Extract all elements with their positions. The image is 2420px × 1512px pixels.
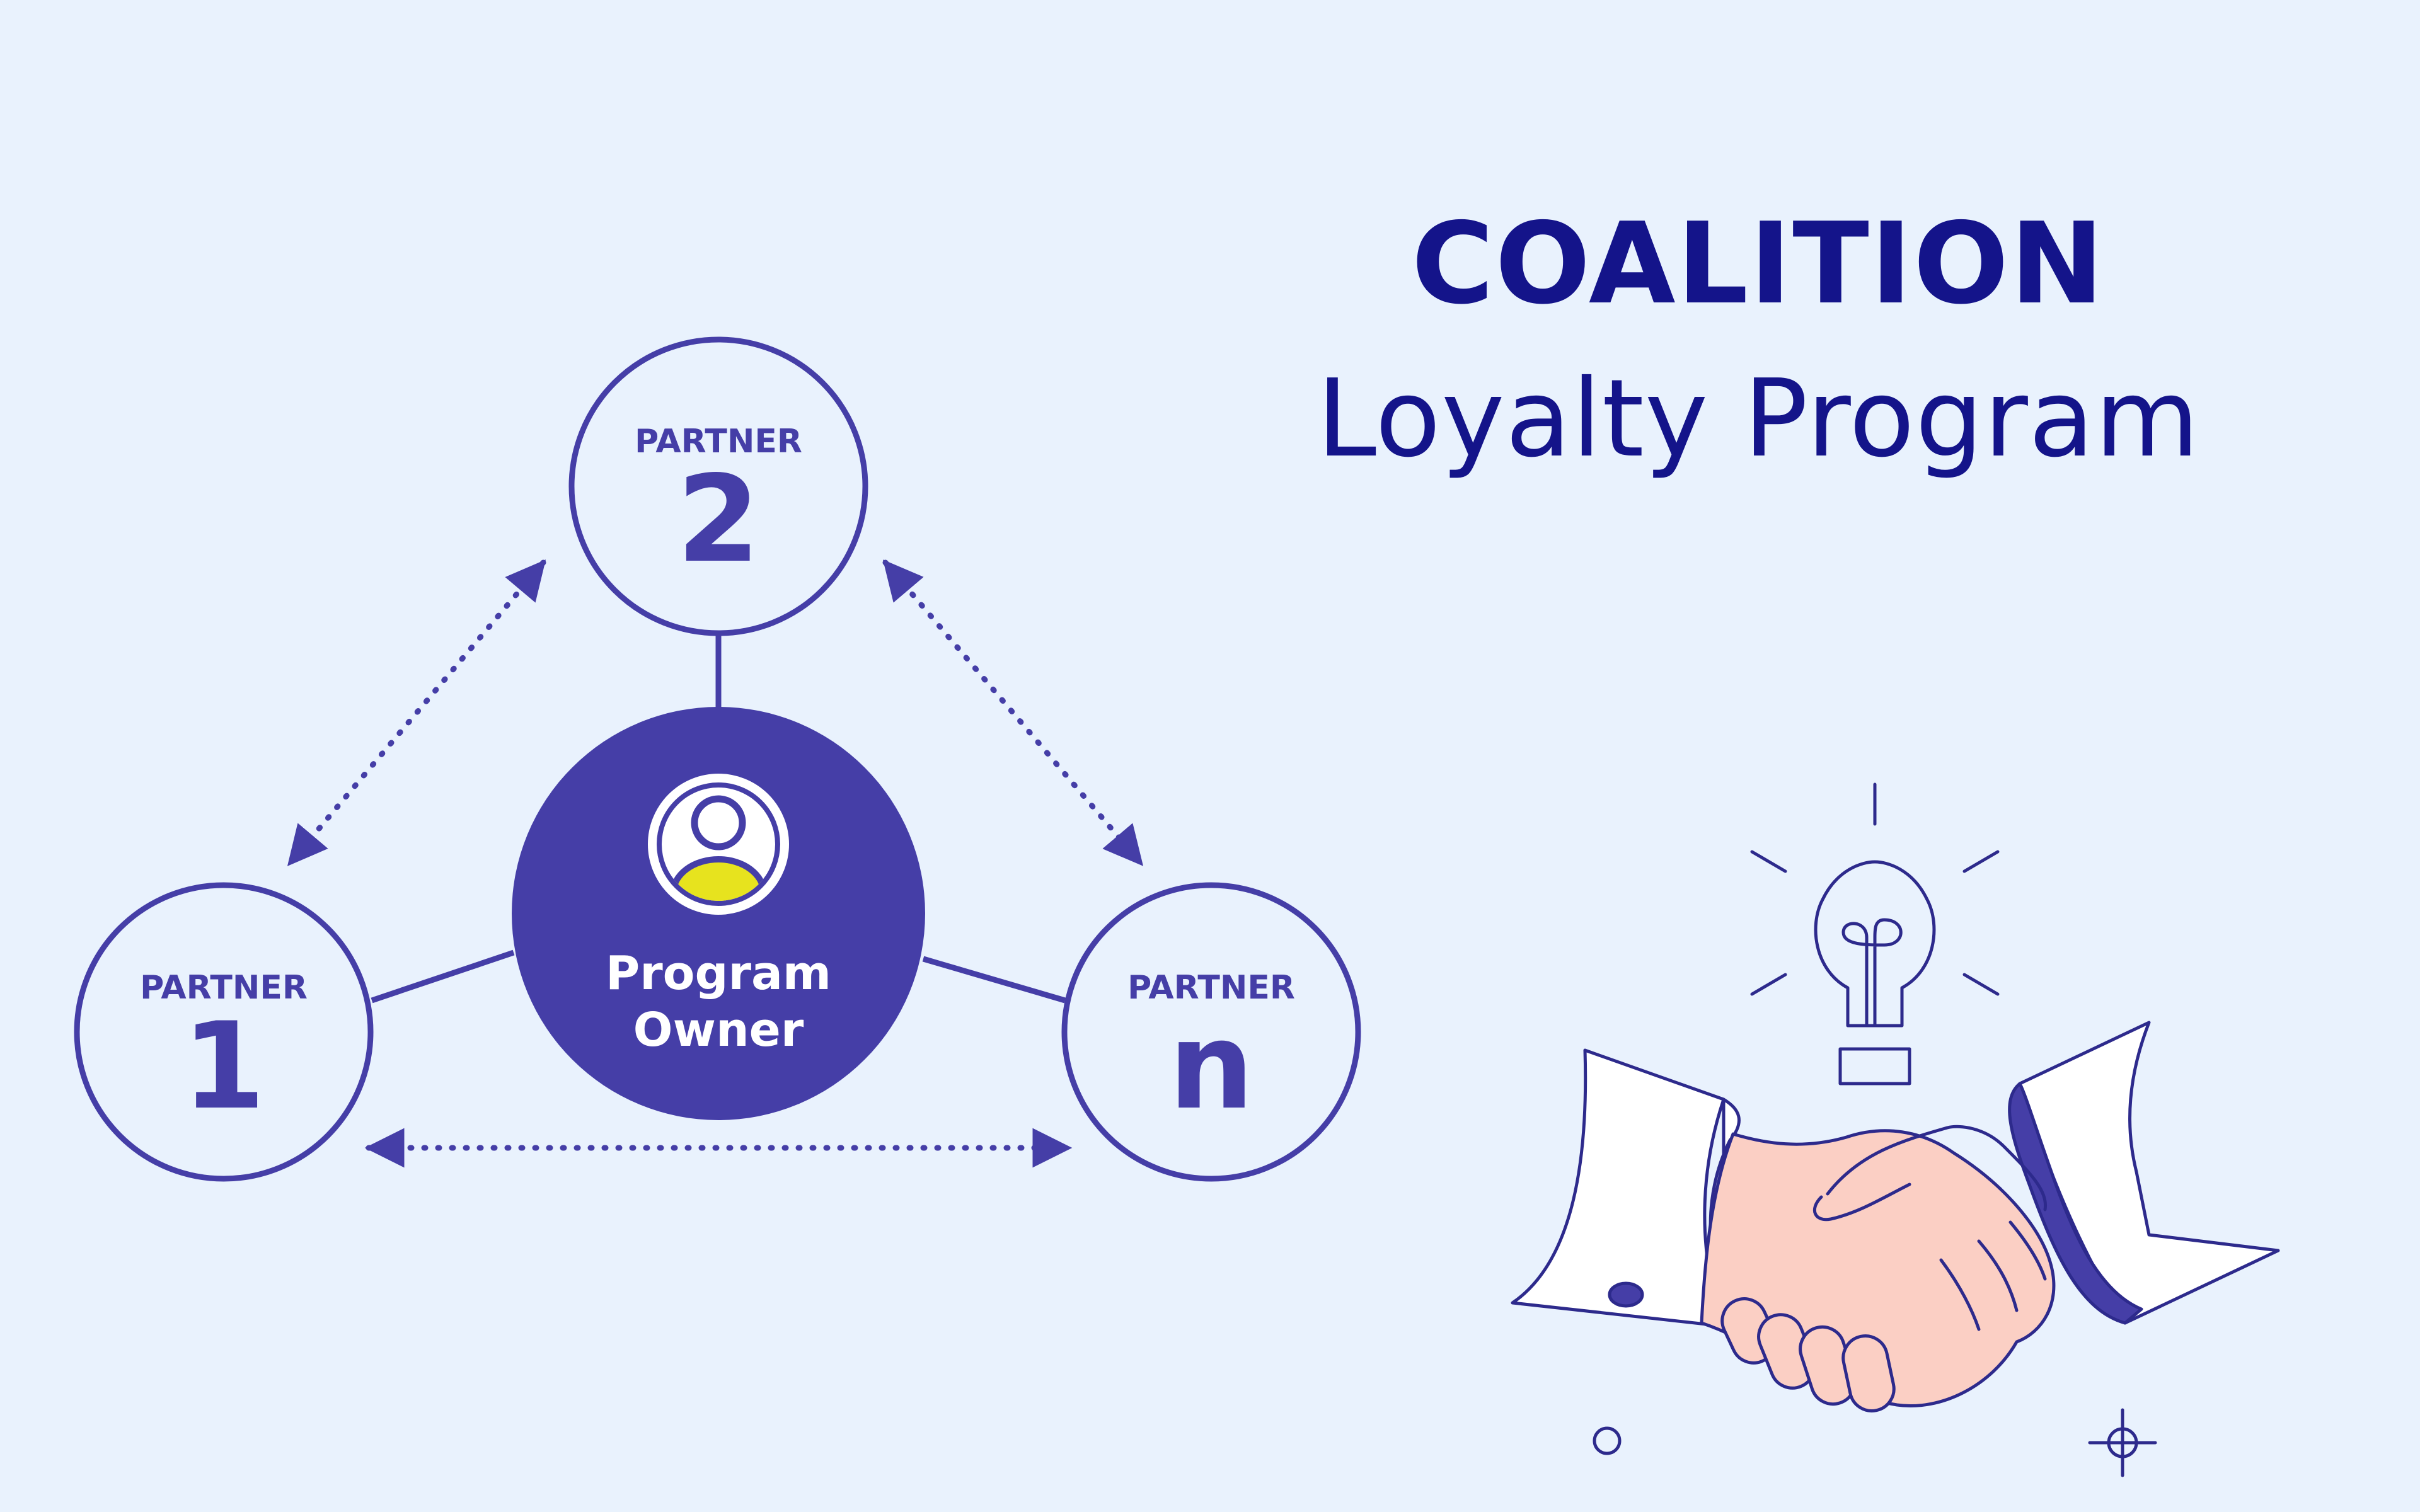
cufflink-icon bbox=[1608, 1281, 1644, 1308]
title-coalition: COALITION bbox=[1411, 198, 2106, 329]
arrow-p2-pn bbox=[882, 559, 1144, 866]
partner-2-number: 2 bbox=[677, 450, 760, 589]
connector-left bbox=[371, 949, 515, 1004]
partner-2-label: PARTNER bbox=[635, 423, 802, 461]
sparkle-icon bbox=[2088, 1408, 2157, 1477]
partner-1-number: 1 bbox=[182, 997, 265, 1136]
connector-right bbox=[922, 956, 1066, 1004]
partner-1-label: PARTNER bbox=[140, 969, 308, 1007]
right-sleeve bbox=[2008, 1021, 2280, 1325]
program-owner-line1: Program bbox=[606, 946, 831, 1000]
handshake-lightbulb-illustration bbox=[1511, 782, 2280, 1477]
partner-n-label: PARTNER bbox=[1127, 969, 1295, 1007]
light-rays bbox=[1750, 782, 2000, 996]
hands bbox=[1700, 1125, 2056, 1412]
partner-n-letter: n bbox=[1168, 997, 1253, 1136]
partner-node-2: PARTNER 2 bbox=[568, 336, 868, 636]
program-owner-node: Program Owner bbox=[512, 707, 925, 1120]
program-owner-line2: Owner bbox=[633, 1003, 804, 1057]
partner-node-n: PARTNER n bbox=[1061, 882, 1361, 1182]
connector-lines bbox=[371, 633, 1066, 1004]
title-loyalty-program: Loyalty Program bbox=[1317, 357, 2200, 481]
arrow-p2-p1 bbox=[287, 559, 546, 866]
lightbulb-icon bbox=[1814, 860, 1936, 1085]
relationship-arrows bbox=[287, 559, 1144, 1168]
partner-node-1: PARTNER 1 bbox=[74, 882, 374, 1182]
user-profile-icon bbox=[648, 774, 789, 915]
decor-circle bbox=[1593, 1426, 1622, 1455]
